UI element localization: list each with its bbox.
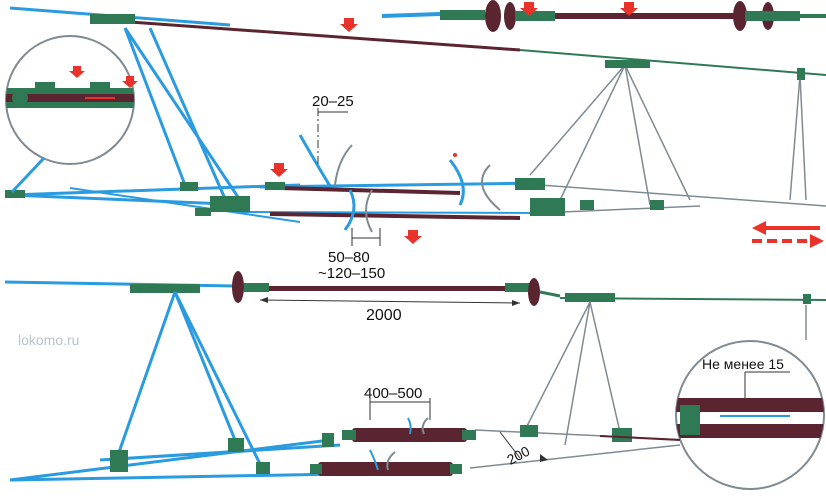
bottom-right-clamp bbox=[803, 294, 811, 304]
top-messenger-dark bbox=[129, 20, 521, 52]
overlap-label: 400–500 bbox=[364, 385, 422, 402]
gap-dimension: 50–80 ~120–150 bbox=[318, 228, 385, 282]
bottom-insulator bbox=[232, 271, 561, 306]
top-right-clamp-end bbox=[797, 68, 805, 80]
bottom-left-support bbox=[9, 291, 341, 482]
bottom-right-support bbox=[469, 301, 807, 469]
top-messenger-green bbox=[519, 49, 826, 76]
bottom-left-fittings bbox=[110, 433, 334, 474]
top-runners bbox=[9, 134, 826, 233]
bottom-messenger-blue bbox=[4, 280, 236, 288]
bottom-mid-clamp bbox=[565, 293, 615, 302]
span-dimension: 2000 bbox=[259, 297, 521, 324]
bottom-insulator-bars bbox=[310, 417, 476, 476]
top-runner-fittings bbox=[5, 178, 664, 216]
gap-short-label: 50–80 bbox=[328, 249, 370, 266]
right-magnifier: Не менее 15 bbox=[599, 340, 825, 490]
bottom-assembly: lokomo.ru 2000 bbox=[4, 271, 826, 490]
top-right-support bbox=[529, 64, 807, 206]
top-assembly: 20–25 50–80 ~120–150 bbox=[5, 0, 826, 282]
angle-label: 20–25 bbox=[312, 93, 354, 110]
span-label: 2000 bbox=[366, 307, 402, 324]
overlap-dimension: 400–500 bbox=[364, 385, 431, 420]
angle-dimension: 20–25 bbox=[312, 93, 354, 165]
clearance-label: Не менее 15 bbox=[702, 356, 784, 372]
top-left-clamp bbox=[90, 14, 135, 24]
watermark: lokomo.ru bbox=[18, 332, 79, 348]
red-left-arrow-icon bbox=[752, 221, 824, 248]
top-right-insulator bbox=[381, 0, 826, 32]
red-dot bbox=[453, 153, 457, 157]
top-left-support bbox=[123, 27, 242, 211]
top-right-clamp bbox=[605, 60, 650, 68]
bottom-right-fittings bbox=[520, 425, 632, 442]
red-down-arrow-icon bbox=[270, 2, 638, 244]
gap-long-label: ~120–150 bbox=[318, 265, 385, 282]
left-magnifier bbox=[5, 35, 138, 194]
bottom-left-clamp bbox=[130, 284, 200, 293]
